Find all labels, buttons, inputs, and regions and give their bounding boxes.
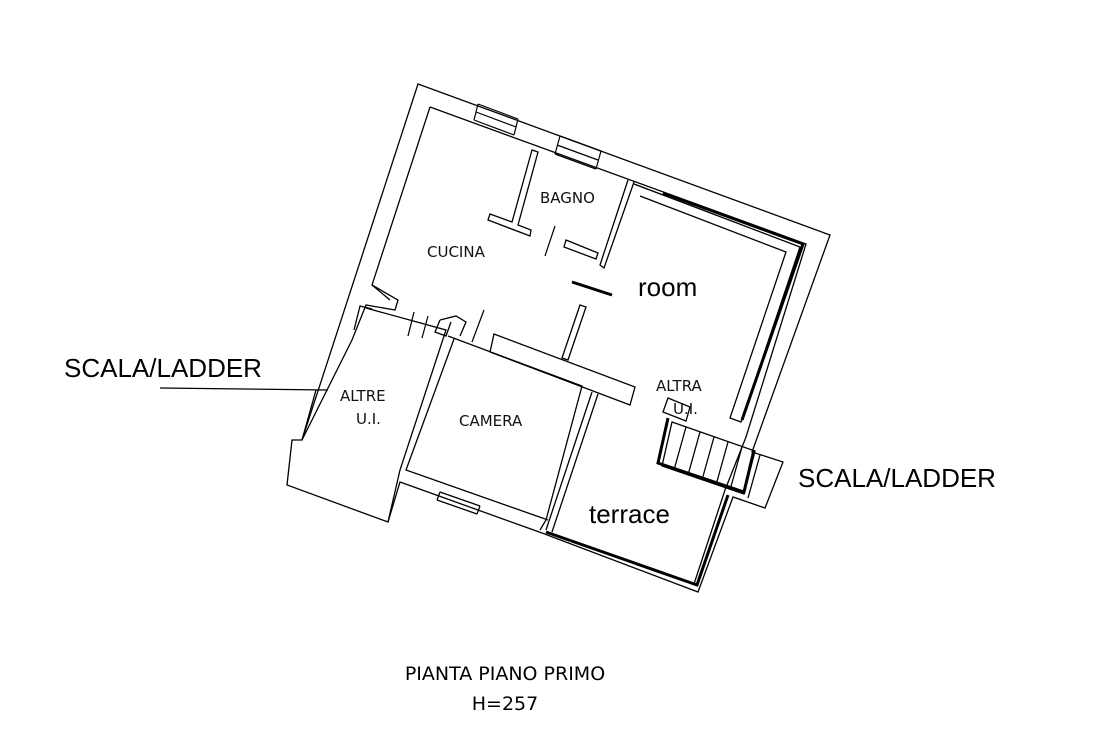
terrace-walls bbox=[545, 391, 730, 587]
staircase bbox=[656, 417, 761, 499]
room-label-altre-line1: ALTRE bbox=[340, 387, 386, 405]
room-label-altre-line2: U.I. bbox=[356, 410, 381, 428]
central-walls bbox=[439, 304, 636, 406]
bagno-walls bbox=[487, 149, 635, 270]
camera-walls bbox=[405, 335, 583, 531]
plan-height: H=257 bbox=[472, 693, 538, 715]
room-label-camera: CAMERA bbox=[459, 412, 523, 430]
room-label-altra-line2: U.I. bbox=[673, 400, 698, 418]
plan-title: PIANTA PIANO PRIMO bbox=[405, 663, 605, 685]
room-label-terrace: terrace bbox=[589, 499, 670, 529]
altre-ui-walls bbox=[159, 284, 452, 523]
ladder-label-left: SCALA/LADDER bbox=[64, 353, 262, 383]
room-label-room: room bbox=[638, 272, 697, 302]
window-top-right bbox=[554, 135, 602, 170]
room-label-altra-line1: ALTRA bbox=[656, 377, 703, 395]
ladder-label-right: SCALA/LADDER bbox=[798, 463, 996, 493]
room-walls bbox=[571, 183, 805, 423]
window-top-left bbox=[473, 103, 519, 136]
room-label-cucina: CUCINA bbox=[427, 243, 486, 261]
outer-walls bbox=[286, 83, 831, 593]
room-label-bagno: BAGNO bbox=[540, 189, 595, 207]
